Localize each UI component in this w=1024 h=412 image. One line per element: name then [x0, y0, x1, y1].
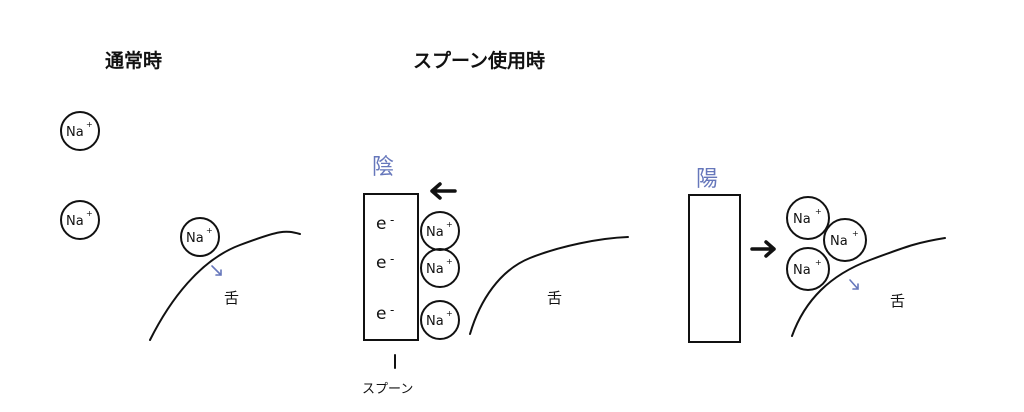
arrow-left-icon [432, 184, 455, 198]
na-ion: Na + [421, 249, 459, 287]
svg-text:+: + [446, 309, 453, 318]
svg-text:e: e [376, 253, 386, 273]
na-ion: Na + [824, 219, 866, 261]
tongue-surface [150, 232, 300, 340]
na-ion: Na + [61, 112, 99, 150]
na-ion: Na + [787, 197, 829, 239]
na-ion: Na + [181, 218, 219, 256]
svg-text:Na: Na [66, 125, 84, 140]
svg-text:Na: Na [793, 263, 811, 278]
arrow-right-icon [752, 242, 774, 256]
svg-text:Na: Na [426, 262, 444, 277]
svg-text:e: e [376, 304, 386, 324]
na-ion: Na + [421, 301, 459, 339]
svg-text:Na: Na [426, 225, 444, 240]
svg-text:Na: Na [66, 214, 84, 229]
svg-text:+: + [446, 257, 453, 266]
svg-text:+: + [446, 220, 453, 229]
anode-label: 陽 [696, 167, 718, 192]
svg-text:-: - [390, 303, 394, 317]
title-spoon: スプーン使用時 [413, 49, 545, 72]
svg-text:Na: Na [186, 231, 204, 246]
svg-text:e: e [376, 214, 386, 234]
tongue-surface [470, 237, 628, 334]
normal-panel: Na + Na + Na + 舌 [61, 112, 300, 340]
svg-text:+: + [815, 207, 822, 216]
tongue-label: 舌 [224, 289, 239, 307]
svg-text:Na: Na [793, 212, 811, 227]
svg-text:+: + [86, 120, 93, 129]
tongue-surface [792, 238, 945, 336]
svg-text:-: - [390, 213, 394, 227]
anode-panel: 陽 Na + Na + Na + 舌 [689, 167, 945, 342]
spoon-electrode [689, 195, 740, 342]
arrow-down-right-icon [850, 280, 858, 289]
tongue-label: 舌 [890, 292, 905, 310]
svg-text:Na: Na [426, 314, 444, 329]
spoon-label: スプーン [362, 382, 413, 397]
na-ion: Na + [421, 212, 459, 250]
svg-text:-: - [390, 252, 394, 266]
arrow-down-right-icon [212, 266, 221, 275]
svg-text:+: + [815, 258, 822, 267]
electron: e - [376, 213, 394, 234]
svg-text:Na: Na [830, 234, 848, 249]
electron: e - [376, 252, 394, 273]
cathode-panel: 陰 e - e - e - Na + Na + Na + [362, 155, 628, 397]
na-ion: Na + [787, 248, 829, 290]
title-normal: 通常時 [105, 49, 162, 72]
svg-text:+: + [86, 209, 93, 218]
svg-text:+: + [852, 229, 859, 238]
tongue-label: 舌 [547, 289, 562, 307]
cathode-label: 陰 [372, 155, 394, 180]
electron: e - [376, 303, 394, 324]
na-ion: Na + [61, 201, 99, 239]
svg-text:+: + [206, 226, 213, 235]
